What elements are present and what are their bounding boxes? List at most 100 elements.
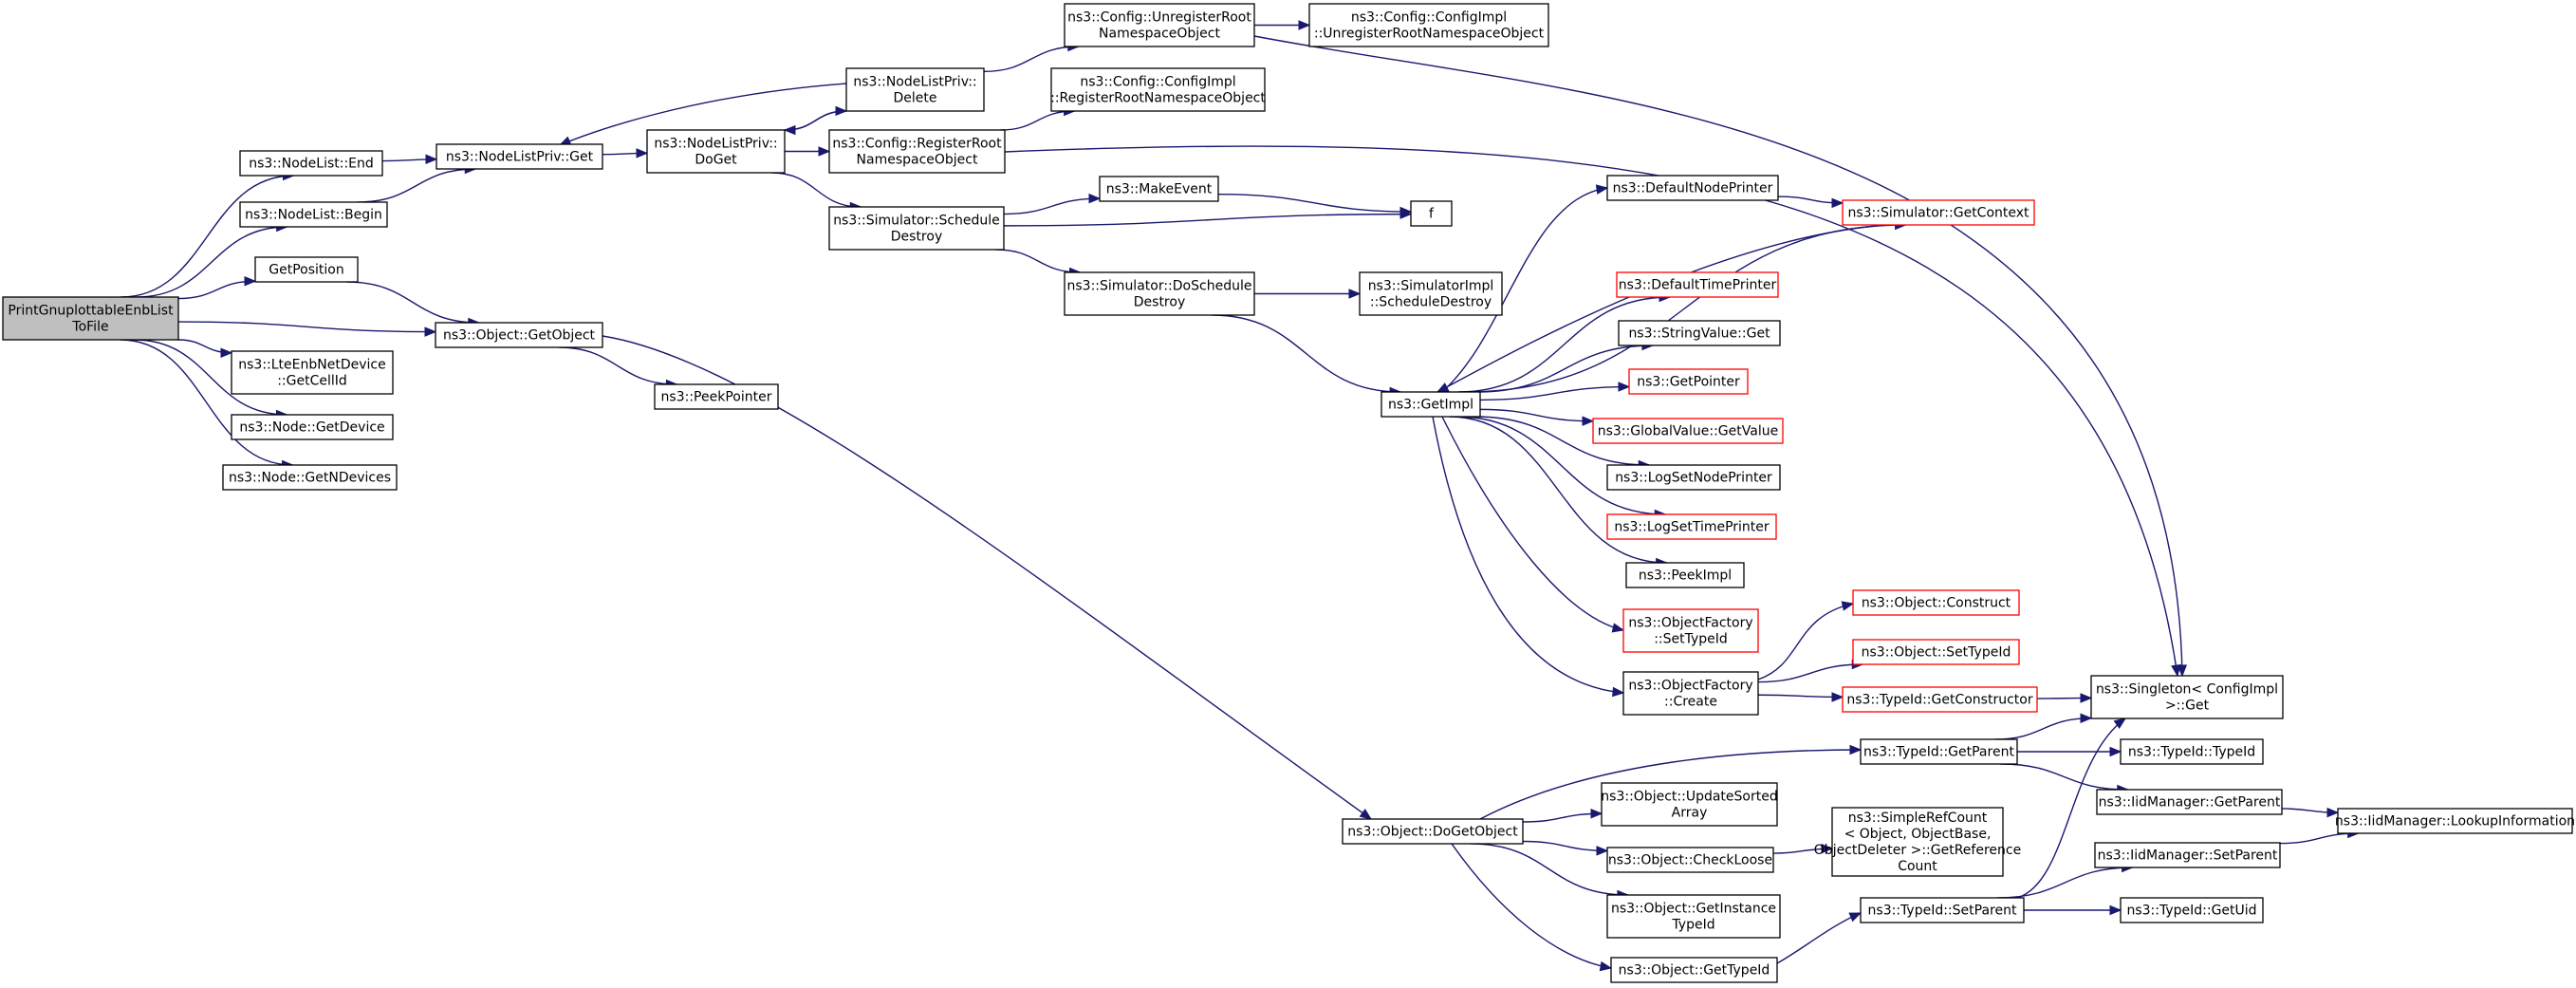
node-simimplsched[interactable]: ns3::SimulatorImpl::ScheduleDestroy — [1359, 271, 1503, 316]
node-simplerefcount[interactable]: ns3::SimpleRefCount< Object, ObjectBase,… — [1814, 807, 2021, 877]
node-getobj[interactable]: ns3::Object::GetObject — [435, 322, 603, 348]
node-makeevent[interactable]: ns3::MakeEvent — [1099, 176, 1219, 202]
node-tidgetparent[interactable]: ns3::TypeId::GetParent — [1860, 738, 2018, 765]
node-simdosched-box — [1064, 271, 1255, 316]
node-cfgimplreg-label: ns3::Config::ConfigImpl — [1080, 75, 1235, 90]
edge-getimpl-to-globalvalget-arrowhead — [1582, 416, 1595, 426]
node-objsettypeid-label: ns3::Object::SetTypeId — [1862, 645, 2011, 661]
node-tidsetparent[interactable]: ns3::TypeId::SetParent — [1860, 897, 2025, 923]
node-ofcreate[interactable]: ns3::ObjectFactory::Create — [1622, 671, 1759, 716]
node-getimpl[interactable]: ns3::GetImpl — [1381, 391, 1481, 418]
edge-tidgetparent-to-singleton — [1994, 718, 2092, 740]
node-nlpdoget-box — [646, 129, 786, 174]
edge-nlpdoget-to-simsched — [771, 172, 862, 208]
node-nlpdoget[interactable]: ns3::NodeListPriv::DoGet — [646, 129, 786, 174]
node-singleton[interactable]: ns3::Singleton< ConfigImpl >::Get — [2090, 675, 2284, 719]
node-getcellid[interactable]: ns3::LteEnbNetDevice::GetCellId — [231, 350, 394, 395]
node-iidlookup-label: ns3::IidManager::LookupInformation — [2335, 814, 2575, 830]
node-tidgetuid-label: ns3::TypeId::GetUid — [2126, 904, 2256, 919]
node-f-box — [1410, 200, 1453, 227]
node-cfgimplreg-box — [1050, 67, 1266, 112]
node-simsched[interactable]: ns3::Simulator::ScheduleDestroy — [828, 206, 1005, 251]
node-iidgetparent[interactable]: ns3::IidManager::GetParent — [2096, 789, 2283, 815]
node-cfgunregister[interactable]: ns3::Config::UnregisterRootNamespaceObje… — [1064, 3, 1255, 47]
edge-dogetobj-to-updsorted-arrowhead — [1590, 809, 1603, 819]
node-nlpget[interactable]: ns3::NodeListPriv::Get — [436, 143, 603, 170]
node-strvalget[interactable]: ns3::StringValue::Get — [1618, 320, 1781, 346]
edge-dogetobj-to-gettypeid — [1451, 843, 1612, 969]
node-getndev[interactable]: ns3::Node::GetNDevices — [222, 464, 398, 491]
node-tidgetuid[interactable]: ns3::TypeId::GetUid — [2120, 897, 2264, 923]
node-simsched-box — [828, 206, 1005, 251]
node-globalvalget-label: ns3::GlobalValue::GetValue — [1598, 424, 1778, 439]
node-objsettypeid[interactable]: ns3::Object::SetTypeId — [1852, 639, 2020, 665]
node-iidgetparent-box — [2096, 789, 2283, 815]
node-ofsettypeid[interactable]: ns3::ObjectFactory::SetTypeId — [1622, 608, 1759, 653]
edge-checkloose-to-simplerefcount-arrowhead — [1821, 843, 1834, 854]
node-simgetctx[interactable]: ns3::Simulator::GetContext — [1842, 199, 2035, 226]
edge-getobj-to-dogetobj — [602, 335, 1372, 820]
node-simgetctx-label: ns3::Simulator::GetContext — [1847, 206, 2029, 221]
node-tidtypeid[interactable]: ns3::TypeId::TypeId — [2120, 738, 2264, 765]
node-getdevice[interactable]: ns3::Node::GetDevice — [231, 414, 394, 440]
node-peekimpl[interactable]: ns3::PeekImpl — [1625, 562, 1745, 588]
node-getpointer-box — [1628, 368, 1749, 395]
node-nlpdelete[interactable]: ns3::NodeListPriv::Delete — [845, 67, 985, 112]
node-nlend[interactable]: ns3::NodeList::End — [239, 150, 383, 177]
edge-cfgregister-to-singleton — [1004, 145, 2178, 677]
node-deftimeprinter[interactable]: ns3::DefaultTimePrinter — [1616, 271, 1779, 298]
node-peekptr[interactable]: ns3::PeekPointer — [654, 383, 779, 410]
edge-dogetobj-to-getinstance — [1470, 843, 1628, 896]
node-cfgimplunreg-label: ns3::Config::ConfigImpl — [1351, 10, 1507, 26]
node-nlpdoget-label: ns3::NodeListPriv:: — [654, 137, 777, 152]
node-cfgregister[interactable]: ns3::Config::RegisterRootNamespaceObject — [828, 129, 1006, 174]
edge-dogetobj-to-gettypeid-arrowhead — [1599, 960, 1613, 972]
edge-tidgetctor-to-singleton-arrowhead — [2080, 693, 2093, 703]
node-iidlookup[interactable]: ns3::IidManager::LookupInformation — [2335, 808, 2575, 834]
edge-makeevent-to-f-arrowhead — [1399, 206, 1413, 217]
edge-iidgetparent-to-iidlookup-arrowhead — [2326, 807, 2340, 818]
node-cfgimplreg[interactable]: ns3::Config::ConfigImpl::RegisterRootNam… — [1050, 67, 1266, 112]
edge-nlpdelete-to-nlpdoget-arrowhead — [783, 124, 796, 136]
edge-simsched-to-simdosched — [995, 249, 1081, 273]
node-iidgetparent-label: ns3::IidManager::GetParent — [2099, 795, 2281, 811]
node-simplerefcount-label: Count — [1898, 859, 1937, 874]
node-getpointer[interactable]: ns3::GetPointer — [1628, 368, 1749, 395]
node-tidgetctor[interactable]: ns3::TypeId::GetConstructor — [1842, 686, 2038, 713]
node-checkloose[interactable]: ns3::Object::CheckLoose — [1606, 847, 1774, 873]
node-logsettime[interactable]: ns3::LogSetTimePrinter — [1606, 513, 1777, 540]
node-getpos[interactable]: GetPosition — [254, 256, 359, 283]
edge-nlbegin-to-nlpget — [357, 168, 476, 203]
edge-nlpdelete-to-nlpget — [559, 83, 847, 146]
node-cfgimplunreg[interactable]: ns3::Config::ConfigImpl::UnregisterRootN… — [1308, 3, 1549, 47]
node-cfgimplunreg-box — [1308, 3, 1549, 47]
node-getinstance-label: ns3::Object::GetInstance — [1611, 902, 1776, 917]
node-objconstruct[interactable]: ns3::Object::Construct — [1852, 589, 2020, 616]
edge-dogetobj-to-checkloose — [1522, 840, 1608, 852]
node-globalvalget[interactable]: ns3::GlobalValue::GetValue — [1592, 418, 1784, 444]
node-gettypeid[interactable]: ns3::Object::GetTypeId — [1610, 957, 1778, 983]
node-strvalget-box — [1618, 320, 1781, 346]
node-iidsetparent[interactable]: ns3::IidManager::SetParent — [2094, 842, 2281, 868]
node-ofsettypeid-box — [1622, 608, 1759, 653]
node-root-label: PrintGnuplottableEnbList — [8, 304, 174, 319]
node-nlbegin[interactable]: ns3::NodeList::Begin — [239, 201, 388, 228]
node-defnodeprinter[interactable]: ns3::DefaultNodePrinter — [1606, 175, 1779, 201]
node-peekimpl-label: ns3::PeekImpl — [1639, 569, 1732, 584]
node-cfgunregister-box — [1064, 3, 1255, 47]
node-logsetnode[interactable]: ns3::LogSetNodePrinter — [1606, 464, 1781, 491]
node-singleton-box — [2090, 675, 2284, 719]
node-dogetobj[interactable]: ns3::Object::DoGetObject — [1342, 818, 1524, 845]
node-f[interactable]: f — [1410, 200, 1453, 227]
node-nlend-box — [239, 150, 383, 177]
edge-root-to-nlbegin — [136, 226, 287, 298]
node-logsetnode-label: ns3::LogSetNodePrinter — [1615, 471, 1772, 486]
node-root-box — [2, 296, 179, 341]
edge-dogetobj-to-tidgetparent-arrowhead — [1849, 744, 1863, 755]
